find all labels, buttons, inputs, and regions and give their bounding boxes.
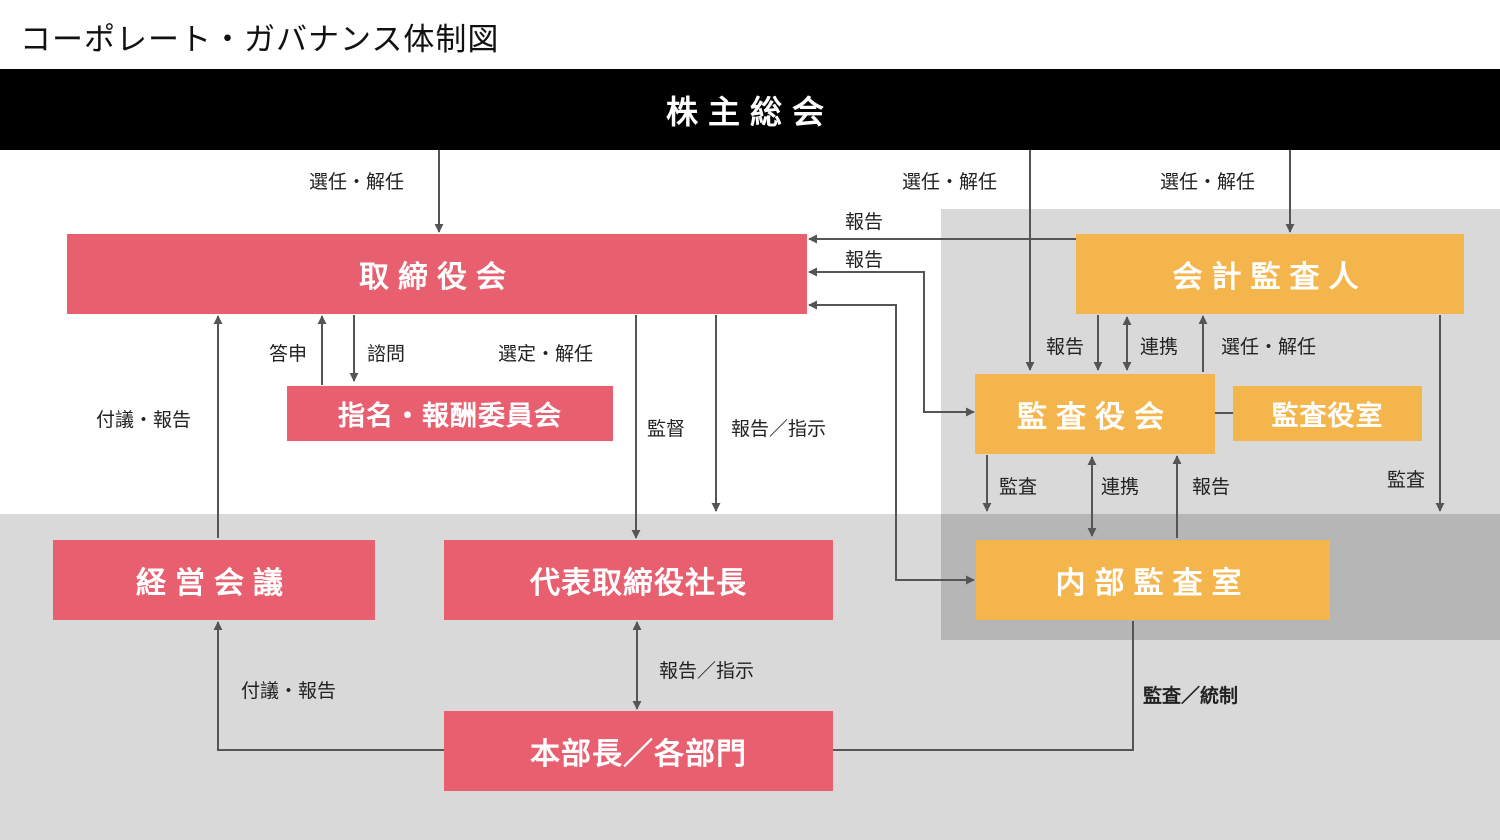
label-elect-audit-board: 選任・解任 [902,171,998,193]
label-report-instruct-president: 報告／指示 [659,660,755,682]
label-answer: 答申 [269,343,308,365]
page-title: コーポレート・ガバナンス体制図 [20,22,500,58]
label-cooperate-acc-audit: 連携 [1140,336,1179,358]
accounting-auditor-box: 会計監査人 [1076,234,1464,314]
label-cooperate-audit-internal: 連携 [1101,476,1140,498]
label-report-accountant-board: 報告 [845,211,884,233]
management-meeting-box: 経営会議 [53,540,375,620]
label-supervise: 監督 [647,418,686,440]
label-report-internal-audit: 報告 [1192,476,1231,498]
label-report-acc-audit: 報告 [1046,336,1085,358]
label-report-auditboard-board: 報告 [845,249,884,271]
board-of-directors-box: 取締役会 [67,234,807,314]
nomination-compensation-committee-box: 指名・報酬委員会 [287,386,613,441]
label-audit-accountant: 監査 [1387,469,1426,491]
arrow-board-internal-audit [808,300,975,585]
label-report-instruct-board: 報告／指示 [731,418,827,440]
label-elect-acc-by-audit: 選任・解任 [1221,336,1317,358]
label-audit-control: 監査／統制 [1143,685,1239,707]
label-elect-board: 選任・解任 [309,171,405,193]
label-consult: 諮問 [367,343,406,365]
label-elect-accountant: 選任・解任 [1160,171,1256,193]
president-box: 代表取締役社長 [444,540,833,620]
label-proposal-report-meeting: 付議・報告 [241,680,337,702]
internal-audit-office-box: 内部監査室 [976,540,1330,620]
divisions-box: 本部長／各部門 [444,711,833,791]
audit-office-box: 監査役室 [1233,386,1422,441]
arrow-board-auditboard-report [808,267,975,417]
audit-board-box: 監査役会 [975,374,1215,454]
arrow-divisions-to-meeting [213,621,444,751]
label-proposal-report-board: 付議・報告 [96,409,192,431]
label-audit-internal: 監査 [999,476,1038,498]
label-select-dismiss: 選定・解任 [498,343,594,365]
shareholders-meeting-bar: 株主総会 [0,69,1500,150]
connector-internal-audit-divisions [833,621,1134,751]
